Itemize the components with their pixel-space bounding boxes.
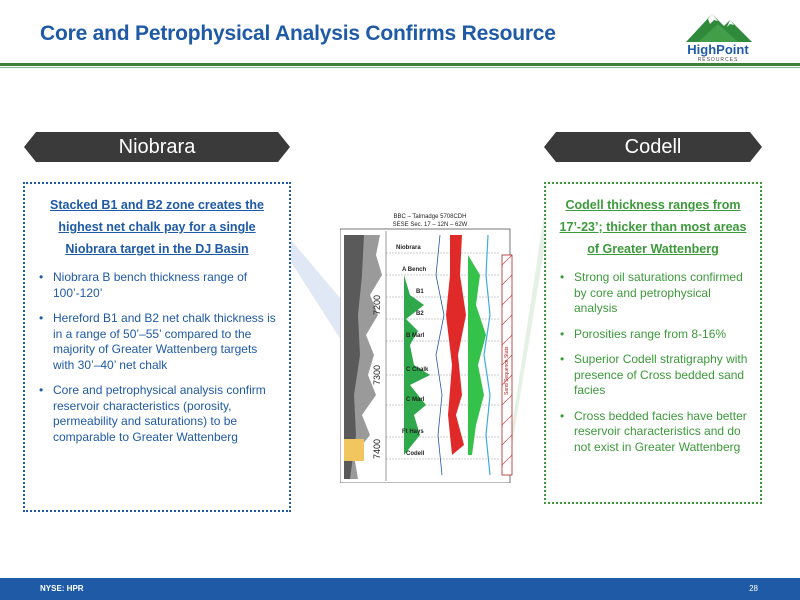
list-item: Strong oil saturations confirmed by core… (558, 270, 748, 317)
niobrara-banner: Niobrara (24, 132, 290, 162)
header-rule (0, 63, 800, 66)
zone-label: Ft Hays (402, 429, 424, 435)
codell-bullets: Strong oil saturations confirmed by core… (558, 270, 748, 455)
logo-subtext: RESOURCES (697, 57, 739, 63)
list-item: Superior Codell stratigraphy with presen… (558, 352, 748, 399)
footer-bar: NYSE: HPR 28 (0, 578, 800, 600)
page-number: 28 (749, 584, 758, 593)
codell-banner: Codell (544, 132, 762, 162)
logo-wordmark: HighPoint (687, 42, 749, 57)
depth-label: 7200 (372, 295, 382, 315)
depth-label: 7400 (372, 439, 382, 459)
depth-label: 7300 (372, 365, 382, 385)
header-rule-thin (0, 67, 800, 68)
list-item: Niobrara B bench thickness range of 100’… (37, 270, 277, 301)
well-log-caption: BBC – Talmadge 5708CDH SESE Sec. 17 – 12… (360, 213, 500, 229)
zone-label: A Bench (402, 267, 426, 273)
zone-label: Codell (406, 451, 425, 457)
page-title: Core and Petrophysical Analysis Confirms… (40, 22, 556, 45)
well-log-image: Niobrara A Bench B1 B2 B Marl C Chalk C … (340, 228, 513, 483)
codell-headline: Codell thickness ranges from 17’-23’; th… (559, 198, 747, 256)
niobrara-headline: Stacked B1 and B2 zone creates the highe… (50, 198, 264, 256)
list-item: Core and petrophysical analysis confirm … (37, 383, 277, 445)
footer-ticker: NYSE: HPR (40, 584, 84, 593)
mountain-icon (686, 14, 752, 42)
list-item: Cross bedded facies have better reservoi… (558, 409, 748, 456)
list-item: Porosities range from 8-16% (558, 327, 748, 343)
side-label: Sand Sequence Stats (504, 346, 510, 395)
well-location: SESE Sec. 17 – 12N – 62W (392, 222, 468, 228)
niobrara-panel: Stacked B1 and B2 zone creates the highe… (23, 182, 291, 512)
zone-label: Niobrara (396, 245, 421, 251)
well-name: BBC – Talmadge 5708CDH (393, 214, 467, 220)
company-logo: HighPoint RESOURCES (668, 8, 768, 64)
list-item: Hereford B1 and B2 net chalk thickness i… (37, 311, 277, 373)
codell-panel: Codell thickness ranges from 17’-23’; th… (544, 182, 762, 504)
zone-label: B2 (416, 311, 424, 317)
zone-label: B1 (416, 289, 424, 295)
zone-label: C Chalk (406, 367, 429, 373)
zone-label: B Marl (406, 333, 425, 339)
niobrara-bullets: Niobrara B bench thickness range of 100’… (37, 270, 277, 445)
zone-label: C Marl (406, 397, 425, 403)
